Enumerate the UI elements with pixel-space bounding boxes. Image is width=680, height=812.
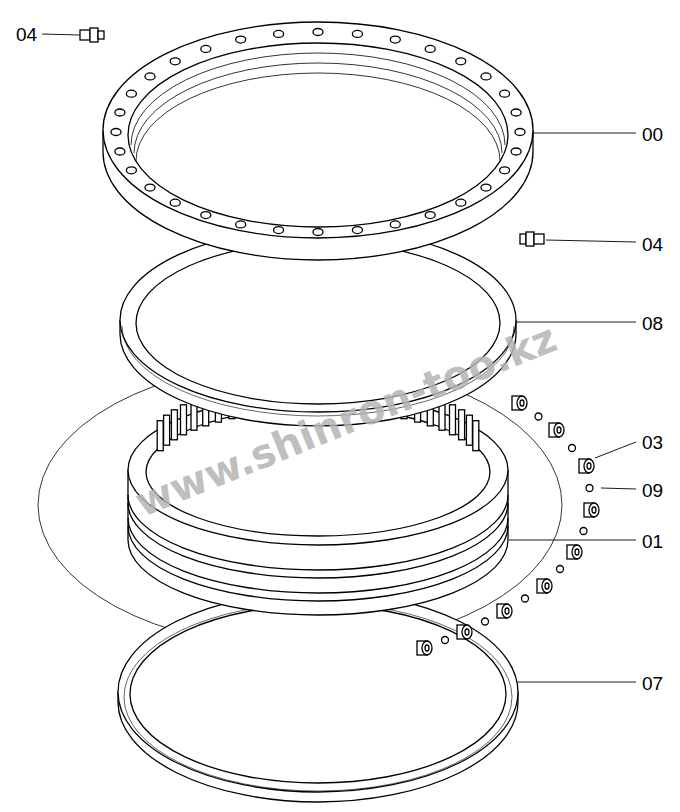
bolt-hole: [126, 90, 136, 97]
roller-bore: [465, 629, 469, 635]
bolt-hole: [236, 221, 246, 228]
callout-number: 03: [640, 432, 665, 453]
bolt-hole: [115, 109, 125, 116]
roller-bore: [520, 400, 524, 406]
bolt-hole: [126, 167, 136, 174]
bolt-hole: [481, 184, 491, 191]
bolt-hole: [111, 129, 121, 136]
ball: [580, 528, 587, 535]
ball: [535, 413, 542, 420]
outer-ring-00: [103, 22, 533, 260]
callout-number: 08: [640, 313, 665, 334]
roller-face: [462, 625, 472, 639]
grease-nipple-04: [520, 232, 544, 246]
bolt-hole: [500, 90, 510, 97]
seal-07: [118, 592, 518, 802]
bolt-hole: [511, 148, 521, 155]
roller-bore: [575, 549, 579, 555]
roller-face: [584, 459, 594, 473]
gear-tooth: [466, 415, 472, 445]
roller-face: [517, 396, 527, 410]
bolt-hole: [456, 58, 466, 65]
roller-bore: [592, 507, 596, 513]
bolt-hole: [313, 29, 323, 36]
roller-bore: [425, 645, 429, 651]
bolt-hole: [201, 212, 211, 219]
gear-tooth: [181, 405, 187, 435]
bolt-hole: [390, 36, 400, 43]
bolt-hole: [511, 109, 521, 116]
callout-number: 09: [640, 480, 665, 501]
roller-face: [554, 423, 564, 437]
bolt-hole: [313, 229, 323, 236]
grease-nipple-04: [80, 28, 104, 42]
ball: [569, 445, 576, 452]
callout-number: 04: [640, 234, 665, 255]
bolt-hole: [201, 45, 211, 52]
bolt-hole: [352, 30, 362, 37]
bolt-hole: [500, 167, 510, 174]
roller-bore: [587, 463, 591, 469]
roller-bore: [545, 583, 549, 589]
bolt-hole: [274, 30, 284, 37]
roller-face: [572, 545, 582, 559]
bolt-hole: [352, 227, 362, 234]
bolt-hole: [170, 199, 180, 206]
gear-tooth: [157, 421, 163, 451]
bolt-hole: [145, 184, 155, 191]
bolt-hole: [456, 199, 466, 206]
bolt-hole: [145, 73, 155, 80]
bolt-hole: [390, 221, 400, 228]
gear-tooth: [164, 415, 170, 445]
bolt-hole: [236, 36, 246, 43]
callout-number: 04: [14, 24, 39, 45]
leader-lines: [42, 34, 636, 682]
ball: [586, 485, 593, 492]
roller-bore: [557, 427, 561, 433]
callout-number: 07: [640, 673, 665, 694]
roller-face: [502, 604, 512, 618]
roller-bore: [505, 608, 509, 614]
roller-face: [589, 503, 599, 517]
gear-tooth: [450, 405, 456, 435]
bolt-hole: [170, 58, 180, 65]
bolt-hole: [274, 227, 284, 234]
rollers-03-balls-09: [417, 396, 599, 655]
bolt-hole: [481, 73, 491, 80]
callout-number: 01: [640, 531, 665, 552]
ball: [522, 595, 529, 602]
ball: [557, 566, 564, 573]
bolt-hole: [515, 129, 525, 136]
roller-face: [542, 579, 552, 593]
bolt-hole: [115, 148, 125, 155]
bolt-hole: [425, 212, 435, 219]
ball: [442, 637, 449, 644]
gear-tooth: [459, 410, 465, 440]
ball: [482, 618, 489, 625]
callout-number: 00: [640, 124, 665, 145]
gear-tooth: [473, 421, 479, 451]
bolt-hole: [425, 45, 435, 52]
gear-tooth: [171, 410, 177, 440]
roller-face: [422, 641, 432, 655]
